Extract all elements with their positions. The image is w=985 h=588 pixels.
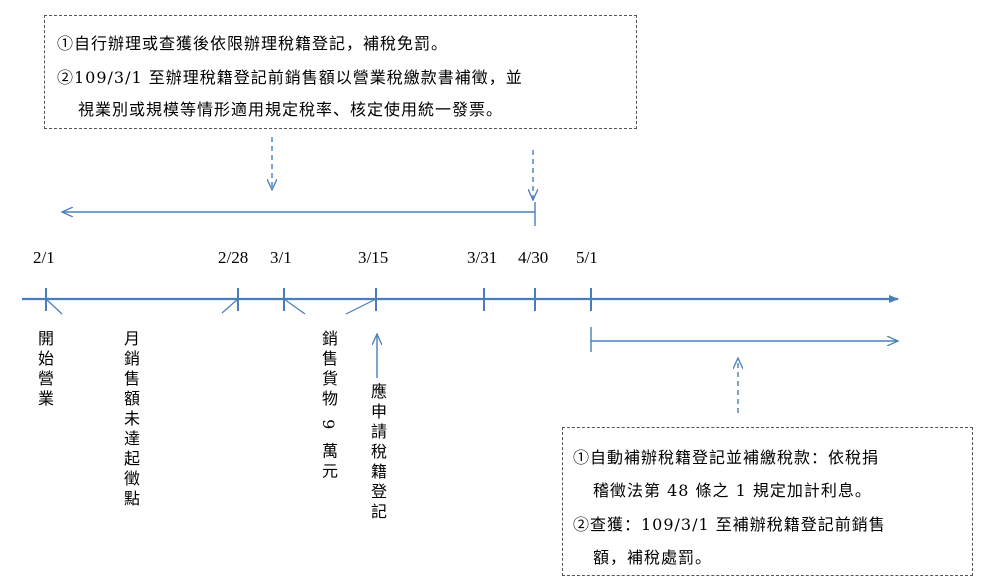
bottom-note-line-3: ②查獲：109/3/1 至補辦稅籍登記前銷售 [573, 515, 886, 534]
tick-label-3-1: 3/1 [270, 248, 292, 267]
tick-label-3-15: 3/15 [358, 248, 388, 267]
tick-connectors [45, 298, 377, 315]
bottom-note-line-1: ①自動補辦稅籍登記並補繳稅款：依稅捐 [573, 448, 880, 467]
connector-2-1 [45, 298, 63, 315]
top-note-line-2: ②109/3/1 至辦理稅籍登記前銷售額以營業稅繳款書補徵，並 [57, 68, 523, 87]
tick-label-2-28: 2/28 [218, 248, 248, 267]
top-note-box: ①自行辦理或查獲後依限辦理稅籍登記，補稅免罰。 ②109/3/1 至辦理稅籍登記… [44, 15, 637, 129]
tick-labels: 2/1 2/28 3/1 3/15 3/31 4/30 5/1 [33, 248, 598, 267]
event-start-business: 開始營業 [35, 330, 54, 410]
tick-label-4-30: 4/30 [518, 248, 548, 267]
event-monthly-sales-below: 月銷售額未達起徵點 [121, 330, 140, 510]
tick-label-3-31: 3/31 [467, 248, 497, 267]
event-sales-90k: 銷售貨物 9 萬元 [319, 330, 338, 483]
bottom-note-line-4: 額，補稅處罰。 [593, 548, 713, 567]
bottom-note-box: ①自動補辦稅籍登記並補繳稅款：依稅捐 稽徵法第 48 條之 1 規定加計利息。 … [562, 427, 973, 576]
top-note-line-3: 視業別或規模等情形適用規定稅率、核定使用統一發票。 [78, 100, 504, 119]
tick-label-2-1: 2/1 [33, 248, 55, 267]
connector-3-1 [283, 298, 306, 315]
event-should-register: 應申請稅籍登記 [368, 383, 387, 523]
connector-3-15 [345, 298, 377, 315]
connector-2-28 [221, 298, 239, 314]
bottom-note-line-2: 稽徵法第 48 條之 1 規定加計利息。 [593, 481, 872, 500]
top-note-line-1: ①自行辦理或查獲後依限辦理稅籍登記，補稅免罰。 [57, 34, 449, 53]
tick-label-5-1: 5/1 [576, 248, 598, 267]
